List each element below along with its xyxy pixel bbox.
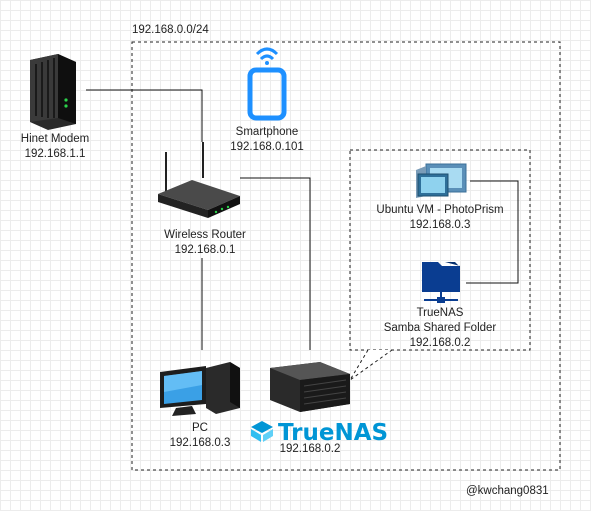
truenas-logo: TrueNAS bbox=[251, 420, 388, 446]
pc-ip: 192.168.0.3 bbox=[169, 437, 231, 449]
desktop-pc-icon bbox=[160, 362, 240, 416]
callout-pointer bbox=[349, 349, 393, 381]
wireless-router-icon bbox=[158, 142, 240, 218]
router-ip: 192.168.0.1 bbox=[174, 244, 236, 256]
subnet-label: 192.168.0.0/24 bbox=[132, 24, 209, 36]
link-vm-share bbox=[466, 180, 519, 284]
share-ip: 192.168.0.2 bbox=[409, 337, 471, 349]
share-line2: Samba Shared Folder bbox=[383, 322, 497, 334]
router-name: Wireless Router bbox=[164, 229, 246, 241]
subnet-boundary bbox=[131, 41, 561, 471]
nas-group-boundary bbox=[349, 149, 531, 351]
author-credit: @kwchang0831 bbox=[466, 485, 549, 497]
vm-ip: 192.168.0.3 bbox=[409, 219, 471, 231]
pc-label: PC 192.168.0.3 bbox=[160, 421, 240, 451]
smartphone-name: Smartphone bbox=[235, 126, 299, 138]
virtual-machine-icon bbox=[416, 163, 467, 198]
router-label: Wireless Router 192.168.0.1 bbox=[150, 228, 260, 258]
modem-name: Hinet Modem bbox=[20, 133, 90, 145]
vm-name: Ubuntu VM - PhotoPrism bbox=[376, 204, 504, 216]
pc-name: PC bbox=[192, 422, 208, 434]
modem-ip: 192.168.1.1 bbox=[24, 148, 86, 160]
truenas-server-ip: 192.168.0.2 bbox=[279, 443, 341, 455]
link-modem-router bbox=[86, 89, 203, 142]
share-label: TrueNAS Samba Shared Folder 192.168.0.2 bbox=[365, 306, 515, 351]
share-line1: TrueNAS bbox=[416, 307, 464, 319]
vm-label: Ubuntu VM - PhotoPrism 192.168.0.3 bbox=[365, 203, 515, 233]
modem-label: Hinet Modem 192.168.1.1 bbox=[5, 132, 105, 162]
modem-icon bbox=[30, 54, 76, 130]
smartphone-ip: 192.168.0.101 bbox=[230, 141, 304, 153]
link-router-truenas bbox=[240, 177, 311, 350]
server-icon bbox=[270, 362, 350, 412]
smartphone-icon bbox=[247, 47, 287, 121]
shared-folder-icon bbox=[422, 262, 460, 303]
smartphone-label: Smartphone 192.168.0.101 bbox=[222, 125, 312, 155]
truenas-logo-text: TrueNAS bbox=[278, 420, 388, 446]
